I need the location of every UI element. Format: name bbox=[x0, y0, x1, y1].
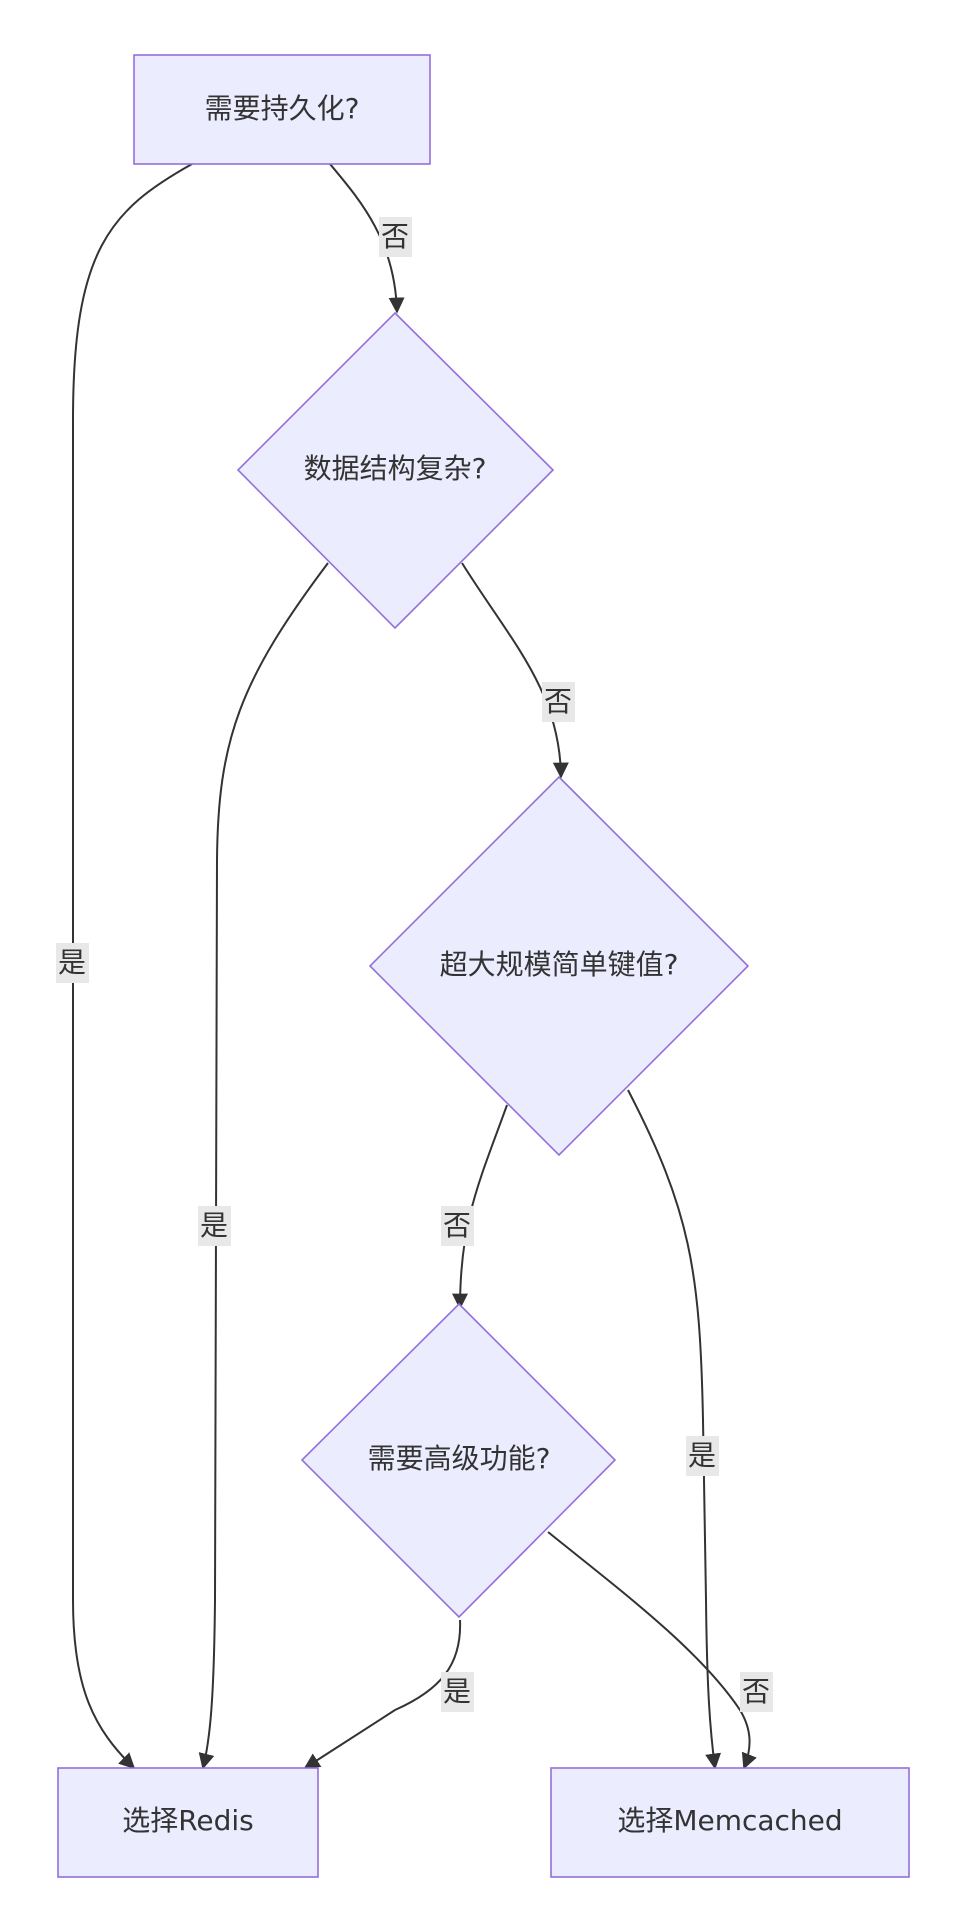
svg-text:否: 否 bbox=[381, 220, 409, 253]
edge-persistence-yes bbox=[72, 163, 193, 1770]
edge-label-complex-yes: 是 bbox=[198, 1206, 231, 1246]
svg-text:是: 是 bbox=[200, 1209, 228, 1242]
svg-text:否: 否 bbox=[742, 1675, 770, 1708]
node-choose-redis: 选择Redis bbox=[57, 1767, 319, 1878]
edge-complex-yes bbox=[198, 562, 329, 1770]
node-need-persistence: 需要持久化? bbox=[133, 54, 431, 165]
node-large-simple-kv-label: 超大规模简单键值? bbox=[440, 948, 679, 981]
edge-advanced-no bbox=[547, 1531, 757, 1770]
node-choose-redis-label: 选择Redis bbox=[122, 1804, 254, 1837]
node-large-simple-kv: 超大规模简单键值? bbox=[368, 775, 750, 1157]
node-advanced-features-label: 需要高级功能? bbox=[368, 1442, 551, 1475]
edge-label-persistence-yes: 是 bbox=[56, 943, 89, 983]
svg-text:是: 是 bbox=[443, 1675, 471, 1708]
edge-label-advanced-yes: 是 bbox=[441, 1672, 474, 1712]
edge-label-complex-no: 否 bbox=[542, 682, 575, 722]
svg-text:是: 是 bbox=[688, 1439, 716, 1472]
edge-label-persistence-no: 否 bbox=[379, 217, 412, 257]
node-complex-data: 数据结构复杂? bbox=[236, 311, 555, 630]
svg-text:否: 否 bbox=[544, 685, 572, 718]
node-choose-memcached: 选择Memcached bbox=[550, 1767, 910, 1878]
edge-large-no bbox=[452, 1104, 508, 1310]
edge-large-yes bbox=[627, 1089, 722, 1770]
node-choose-memcached-label: 选择Memcached bbox=[617, 1804, 842, 1837]
node-complex-data-label: 数据结构复杂? bbox=[304, 452, 487, 485]
svg-text:否: 否 bbox=[443, 1209, 471, 1242]
node-need-persistence-label: 需要持久化? bbox=[205, 92, 360, 125]
edge-complex-no bbox=[461, 562, 569, 779]
svg-text:是: 是 bbox=[58, 946, 86, 979]
edge-label-large-no: 否 bbox=[441, 1206, 474, 1246]
edge-persistence-no bbox=[329, 163, 405, 314]
edge-advanced-yes bbox=[303, 1619, 462, 1769]
node-advanced-features: 需要高级功能? bbox=[300, 1302, 617, 1619]
edge-label-advanced-no: 否 bbox=[740, 1672, 773, 1712]
edge-label-large-yes: 是 bbox=[686, 1436, 719, 1476]
